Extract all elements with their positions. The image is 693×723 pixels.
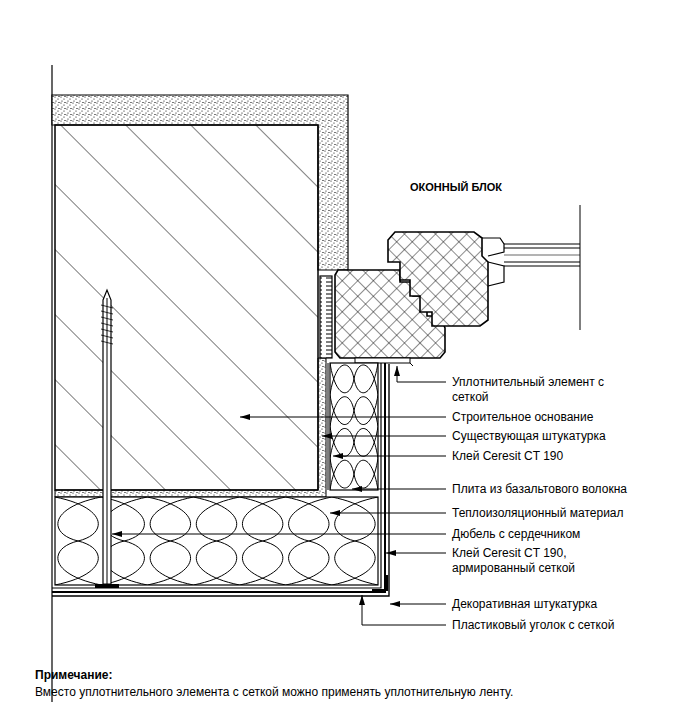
insulation-loop xyxy=(330,427,378,459)
dowel-head xyxy=(95,584,119,588)
leader-line xyxy=(390,604,446,605)
insulation-loop xyxy=(147,497,193,585)
leader-lines xyxy=(112,366,446,625)
reinforced-adhesive xyxy=(52,363,381,588)
leader-line xyxy=(386,553,446,554)
insulation-loop xyxy=(55,497,101,585)
dowel xyxy=(103,290,111,584)
insulation-loop xyxy=(330,363,378,395)
glass-line xyxy=(504,262,580,263)
mesh-seal xyxy=(355,358,410,363)
leader-line xyxy=(333,456,446,457)
insulation-loop xyxy=(286,497,332,585)
callout-label: Плита из базальтового волокна xyxy=(452,482,627,497)
dowel-rib xyxy=(101,335,113,338)
callout-label: Клей Ceresit CT 190 xyxy=(452,449,563,464)
insulation-loop xyxy=(240,497,286,585)
glass-pane xyxy=(504,255,580,256)
adhesive-line xyxy=(328,363,329,490)
dowel-core xyxy=(107,298,108,584)
leader-line xyxy=(240,417,446,418)
callout-label: Декоративная штукатурка xyxy=(452,597,597,612)
dowel-rib xyxy=(101,329,113,332)
dowel-rib xyxy=(101,305,113,308)
insulation-loop xyxy=(330,458,378,490)
glass-line xyxy=(504,248,580,249)
window-sash xyxy=(388,232,488,326)
basalt-plate xyxy=(330,363,378,490)
corner-profile xyxy=(372,575,387,590)
heading-label: Примечание: xyxy=(35,668,113,683)
insulation-loop xyxy=(330,395,378,427)
dowel-rib xyxy=(101,341,113,344)
leader-line xyxy=(322,436,446,437)
dowel-rib xyxy=(101,311,113,314)
dowel-rib xyxy=(101,317,113,320)
break-line xyxy=(580,205,581,330)
masonry-wall xyxy=(55,125,318,490)
heading-label: ОКОННЫЙ БЛОК xyxy=(410,180,502,195)
leader-line xyxy=(112,534,446,535)
callout-label: Существующая штукатурка xyxy=(452,429,606,444)
basalt-plate-fill xyxy=(330,363,378,490)
dowel-rib xyxy=(101,323,113,326)
insulation-loop xyxy=(332,497,378,585)
leader-line xyxy=(352,489,446,490)
insulation-loop xyxy=(193,497,239,585)
leader-line xyxy=(397,366,446,382)
callout-label: Строительное основание xyxy=(452,410,593,425)
glass-line xyxy=(504,244,580,245)
callout-label: Дюбель с сердечником xyxy=(452,527,580,542)
reinforced-adhesive xyxy=(52,363,385,592)
callout-label: Пластиковый уголок с сеткой xyxy=(452,618,614,633)
sealing-strip xyxy=(320,276,332,358)
glazing-bead xyxy=(482,238,504,286)
callout-label: Клей Ceresit CT 190, армированный сеткой xyxy=(452,546,612,576)
leader-line xyxy=(362,595,446,625)
cut-line xyxy=(51,65,52,702)
glass-line xyxy=(504,266,580,267)
basalt-plate-outline xyxy=(330,363,378,490)
leader-line xyxy=(330,513,446,514)
callout-label: Уплотнительный элемент с сеткой xyxy=(452,375,630,405)
note-text: Вместо уплотнительного элемента с сеткой… xyxy=(35,685,513,700)
callout-label: Теплоизоляционный материал xyxy=(452,506,624,521)
